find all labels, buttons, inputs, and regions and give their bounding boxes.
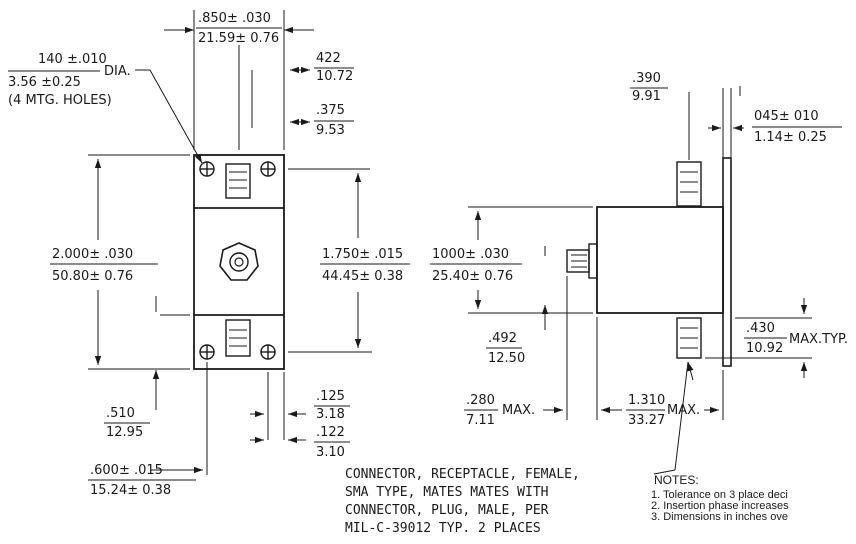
- dim-right-offset-b-inch: .122: [316, 425, 345, 440]
- dim-hole-mm: 3.56 ±0.25: [8, 75, 81, 90]
- note-1: 1. Tolerance on 3 place deci: [651, 489, 788, 501]
- dim-top-offset-a-inch: 422: [316, 51, 341, 66]
- connector-note: CONNECTOR, RECEPTACLE, FEMALE, SMA TYPE,…: [345, 467, 580, 536]
- connector-note-line-2: SMA TYPE, MATES MATES WITH: [345, 485, 549, 500]
- connector-note-line-1: CONNECTOR, RECEPTACLE, FEMALE,: [345, 467, 580, 482]
- dim-body-depth-inch: 1.310: [628, 393, 665, 408]
- dim-top-offset-b-mm: 9.53: [316, 123, 345, 138]
- dim-flange-inch: 045± 010: [754, 109, 819, 124]
- dim-side-top-inch: .390: [632, 71, 661, 86]
- dim-connector-length-suffix: MAX.TYP.: [789, 332, 848, 347]
- dim-knob-length-suffix: MAX.: [502, 403, 535, 418]
- notes-title: NOTES:: [654, 473, 699, 487]
- dim-connector-length-mm: 10.92: [746, 341, 783, 356]
- dim-height-overall-inch: 2.000± .030: [52, 247, 133, 262]
- housing-outline: [193, 154, 285, 370]
- dim-body-height-mm: 25.40± 0.76: [432, 269, 513, 284]
- front-view: .850± .030 21.59± 0.76 140 ±.010 3.56 ±0…: [8, 10, 410, 498]
- side-dimension-lines: [468, 86, 812, 475]
- dim-hole-spacing-inch: .600± .015: [90, 463, 163, 478]
- dim-top-width-mm: 21.59± 0.76: [198, 31, 279, 46]
- connector-note-line-4: MIL-C-39012 TYP. 2 PLACES: [345, 521, 541, 536]
- side-dimension-labels: .390 9.91 045± 010 1.14± 0.25 1000± .030…: [430, 71, 848, 428]
- dim-bottom-offset-mm: 12.95: [106, 425, 143, 440]
- side-view: .390 9.91 045± 010 1.14± 0.25 1000± .030…: [430, 71, 848, 475]
- dim-hole-suffix: DIA.: [104, 64, 131, 79]
- dim-hole-spacing-mm: 15.24± 0.38: [90, 483, 171, 498]
- dim-flange-mm: 1.14± 0.25: [754, 130, 827, 145]
- dim-hole-inch: 140 ±.010: [38, 52, 107, 67]
- dim-hole-note: (4 MTG. HOLES): [8, 93, 112, 108]
- dim-body-height-inch: 1000± .030: [432, 247, 509, 262]
- dim-body-depth-suffix: MAX.: [667, 403, 700, 418]
- dim-center-offset-inch: .492: [488, 331, 517, 346]
- dim-right-offset-a-mm: 3.18: [316, 407, 345, 422]
- dim-right-offset-a-inch: .125: [316, 389, 345, 404]
- dim-bottom-offset-inch: .510: [106, 406, 135, 421]
- dim-top-offset-b-inch: .375: [316, 103, 345, 118]
- dim-body-depth-mm: 33.27: [628, 413, 665, 428]
- dim-side-top-mm: 9.91: [632, 89, 661, 104]
- dim-connector-length-inch: .430: [746, 321, 775, 336]
- side-body: [566, 157, 732, 367]
- dim-top-offset-a-mm: 10.72: [316, 69, 353, 84]
- dim-height-inner-mm: 44.45± 0.38: [322, 269, 403, 284]
- notes-block: NOTES: 1. Tolerance on 3 place deci 2. I…: [651, 473, 789, 523]
- dim-height-inner-inch: 1.750± .015: [322, 247, 403, 262]
- dim-knob-length-inch: .280: [466, 393, 495, 408]
- mounting-hole-icon: [199, 161, 276, 360]
- note-2: 2. Insertion phase increases: [651, 500, 789, 512]
- front-dimension-labels: .850± .030 21.59± 0.76 140 ±.010 3.56 ±0…: [8, 11, 410, 498]
- note-3: 3. Dimensions in inches ove: [651, 511, 788, 523]
- dim-knob-length-mm: 7.11: [466, 413, 495, 428]
- dim-height-overall-mm: 50.80± 0.76: [52, 269, 133, 284]
- dim-right-offset-b-mm: 3.10: [316, 445, 345, 460]
- dim-top-width-inch: .850± .030: [198, 11, 271, 26]
- connector-note-line-3: CONNECTOR, PLUG, MALE, PER: [345, 503, 549, 518]
- front-dimension-lines: [88, 10, 372, 475]
- dim-center-offset-mm: 12.50: [488, 351, 525, 366]
